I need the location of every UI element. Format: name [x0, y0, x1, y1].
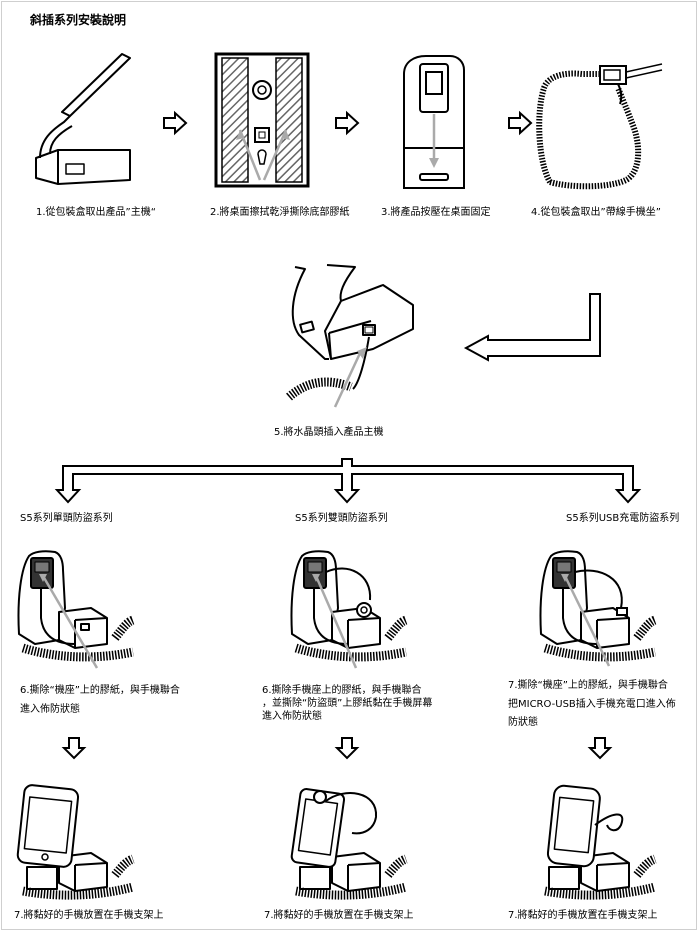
usb-step6-line3: 防狀態 [508, 717, 538, 728]
series-heading-single: S5系列單頭防盜系列 [20, 513, 113, 524]
double-step6-line3: 進入佈防狀態 [262, 711, 322, 722]
arrow-down-icon [63, 737, 85, 759]
step3-label: 3.將產品按壓在桌面固定 [381, 207, 491, 218]
single-step6-line2: 進入佈防狀態 [20, 704, 80, 715]
single-step6-line1: 6.撕除“機座”上的膠紙，與手機聯合 [20, 685, 180, 696]
usb-step6-line1: 7.撕除“機座”上的膠紙，與手機聯合 [508, 680, 668, 691]
main-unit-illustration [30, 50, 140, 190]
double-step7-label: 7.將黏好的手機放置在手機支架上 [264, 910, 414, 921]
plug-connector-illustration [285, 265, 415, 415]
usb-seat-illustration [537, 548, 667, 670]
arrow-down-icon [336, 737, 358, 759]
single-head-seat-illustration [15, 548, 140, 670]
arrow-right-icon [508, 112, 532, 134]
double-phone-placed-illustration [288, 785, 418, 900]
series-heading-usb: S5系列USB充電防盜系列 [566, 513, 680, 524]
double-step6-line2: ，並撕除“防盜頭”上膠紙黏在手機屏幕 [262, 698, 433, 709]
usb-phone-placed-illustration [537, 785, 667, 900]
single-step7-label: 7.將黏好的手機放置在手機支架上 [14, 910, 164, 921]
page-title: 斜插系列安裝說明 [30, 13, 127, 27]
usb-step6-line2: 把MICRO-USB插入手機充電口進入佈 [508, 699, 676, 710]
double-step6-line1: 6.撕除手機座上的膠紙，與手機聯合 [262, 685, 422, 696]
series-heading-double: S5系列雙頭防盜系列 [295, 513, 388, 524]
step4-label: 4.從包裝盒取出”帶線手機坐” [531, 207, 661, 218]
arrow-right-icon [335, 112, 359, 134]
usb-step7-label: 7.將黏好的手機放置在手機支架上 [508, 910, 658, 921]
single-phone-placed-illustration [15, 785, 140, 900]
step2-label: 2.將桌面擦拭乾淨撕除底部膠紙 [210, 207, 350, 218]
arrow-right-icon [163, 112, 187, 134]
press-product-illustration [398, 52, 468, 192]
return-arrow-icon [464, 292, 602, 362]
cable-seat-illustration [530, 52, 680, 192]
branch-arrows-icon [55, 458, 645, 504]
arrow-down-icon [589, 737, 611, 759]
bottom-tape-illustration [212, 50, 312, 190]
double-head-seat-illustration [288, 548, 418, 670]
step1-label: 1.從包裝盒取出產品”主機“ [36, 207, 156, 218]
step5-label: 5.將水晶頭插入產品主機 [274, 427, 384, 438]
